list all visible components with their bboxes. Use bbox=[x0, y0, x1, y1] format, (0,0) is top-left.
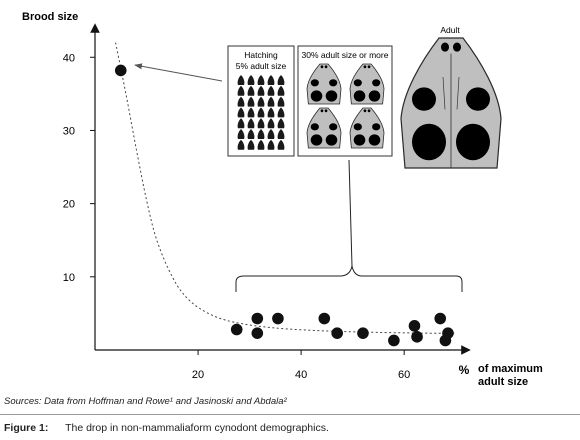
mini-skull-icon bbox=[237, 129, 245, 139]
mini-skull-icon bbox=[257, 118, 265, 129]
mini-skull-icon bbox=[277, 85, 285, 96]
y-tick-label-20: 20 bbox=[63, 199, 75, 211]
x-axis-unit: % bbox=[459, 363, 470, 377]
mini-skull-icon bbox=[277, 107, 285, 118]
data-point-11 bbox=[411, 331, 423, 343]
data-point-2 bbox=[230, 323, 243, 336]
mini-skull-icon bbox=[247, 85, 255, 96]
x-axis-label-line-1: of maximum bbox=[478, 363, 543, 375]
adult-skull-icon bbox=[400, 37, 502, 169]
mini-skull-icon bbox=[247, 139, 255, 150]
mini-skull-icon bbox=[267, 139, 275, 150]
y-tick-label-30: 30 bbox=[63, 125, 75, 137]
data-point-5 bbox=[272, 312, 284, 325]
mini-skull-icon bbox=[267, 129, 275, 139]
caption-text: The drop in non-mammaliaform cynodont de… bbox=[65, 422, 329, 434]
mini-skull-icon bbox=[237, 118, 245, 129]
figure-chart: Brood size % of maximum adult size 20 40 6… bbox=[22, 11, 543, 388]
y-tick-label-10: 10 bbox=[63, 272, 75, 284]
mini-skull-icon bbox=[267, 107, 275, 118]
x-axis-label-line-2: adult size bbox=[478, 376, 528, 388]
data-point-6 bbox=[318, 312, 331, 325]
caption-divider bbox=[0, 414, 580, 415]
mini-skull-icon bbox=[257, 75, 265, 85]
mini-skull-icon bbox=[247, 107, 255, 118]
sources-note: Sources: Data from Hoffman and Rowe¹ and… bbox=[4, 396, 287, 407]
mini-skull-icon bbox=[277, 75, 285, 85]
juvenile-title: 30% adult size or more bbox=[302, 50, 389, 60]
mini-skull-icon bbox=[277, 139, 285, 150]
cluster-bracket bbox=[235, 265, 463, 292]
data-point-8 bbox=[357, 327, 369, 339]
mini-skull-icon bbox=[257, 85, 265, 96]
mini-skull-icon bbox=[237, 96, 245, 107]
x-tick-label-20: 20 bbox=[192, 369, 204, 381]
juvenile-skull-grid bbox=[306, 63, 385, 149]
mini-skull-icon bbox=[237, 139, 245, 150]
mini-skull-icon bbox=[247, 129, 255, 139]
mini-skull-icon bbox=[247, 75, 255, 85]
mini-skull-icon bbox=[257, 107, 265, 118]
mini-skull-icon bbox=[267, 85, 275, 96]
adult-skull-shape bbox=[400, 37, 502, 169]
mini-skull-icon bbox=[247, 118, 255, 129]
data-point-10 bbox=[408, 320, 421, 332]
callout-arrow bbox=[134, 64, 223, 82]
mini-skull-icon bbox=[257, 139, 265, 150]
mini-skull-icon bbox=[267, 96, 275, 107]
data-point-3 bbox=[251, 312, 264, 325]
juvenile-inset: 30% adult size or more bbox=[297, 45, 393, 157]
y-tick-label-40: 40 bbox=[63, 52, 75, 64]
hatching-subtitle: 5% adult size bbox=[236, 61, 287, 71]
mini-skull-icon bbox=[237, 85, 245, 96]
trend-curve bbox=[115, 42, 456, 334]
mini-skull-icon bbox=[257, 129, 265, 139]
data-points bbox=[114, 64, 454, 347]
hatching-title: Hatching bbox=[244, 50, 278, 60]
mini-skull-icon bbox=[267, 75, 275, 85]
data-point-1 bbox=[114, 64, 127, 77]
data-point-4 bbox=[251, 327, 264, 339]
adult-title: Adult bbox=[440, 25, 460, 35]
mini-skull-icon bbox=[257, 96, 265, 107]
data-point-9 bbox=[388, 334, 400, 347]
data-point-12 bbox=[434, 312, 447, 325]
y-axis-label: Brood size bbox=[22, 11, 78, 23]
mini-skull-icon bbox=[277, 96, 285, 107]
juvenile-skull-icon bbox=[349, 107, 385, 149]
bracket-connector bbox=[348, 159, 353, 267]
mini-skull-icon bbox=[237, 107, 245, 118]
mini-skull-icon bbox=[247, 96, 255, 107]
juvenile-skull-icon bbox=[349, 63, 385, 105]
x-tick-label-40: 40 bbox=[295, 369, 307, 381]
mini-skull-grid bbox=[237, 75, 285, 150]
caption-label: Figure 1: bbox=[4, 422, 49, 434]
mini-skull-icon bbox=[277, 129, 285, 139]
hatching-inset: Hatching 5% adult size bbox=[227, 45, 295, 157]
data-point-14 bbox=[442, 327, 454, 339]
figure-caption: Figure 1: The drop in non-mammaliaform c… bbox=[4, 422, 329, 434]
tick-layer: 20 40 60 10 20 30 40 bbox=[63, 52, 411, 381]
juvenile-skull-icon bbox=[306, 63, 342, 105]
data-point-7 bbox=[331, 327, 343, 339]
mini-skull-icon bbox=[267, 118, 275, 129]
x-tick-label-60: 60 bbox=[398, 369, 410, 381]
juvenile-skull-icon bbox=[306, 107, 342, 149]
mini-skull-icon bbox=[237, 75, 245, 85]
mini-skull-icon bbox=[277, 118, 285, 129]
